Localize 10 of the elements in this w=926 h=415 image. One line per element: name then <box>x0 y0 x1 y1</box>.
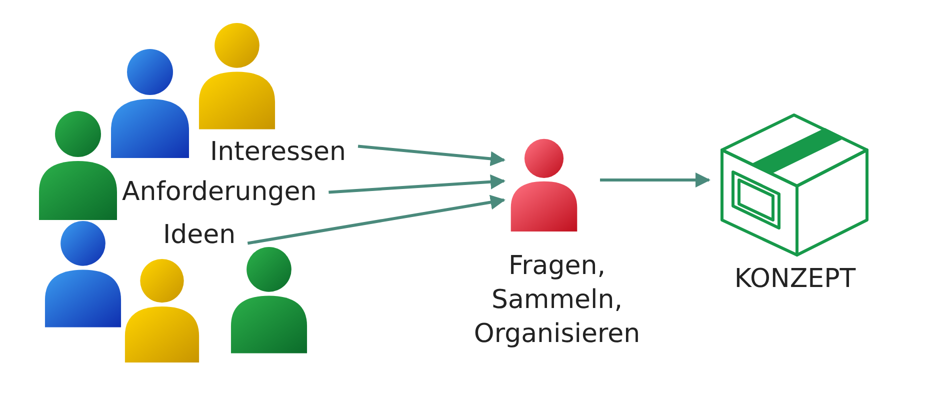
caption-text: Fragen, Sammeln, Organisieren <box>472 250 642 351</box>
arrow <box>358 144 506 166</box>
input-label: Ideen <box>163 219 236 252</box>
input-label: Anforderungen <box>122 176 317 208</box>
arrow <box>600 172 710 188</box>
arrow <box>247 194 506 245</box>
concept-heading: KONZEPT <box>733 263 857 296</box>
person-icon <box>510 138 578 232</box>
input-label: Interessen <box>210 136 346 168</box>
arrow <box>328 174 506 194</box>
